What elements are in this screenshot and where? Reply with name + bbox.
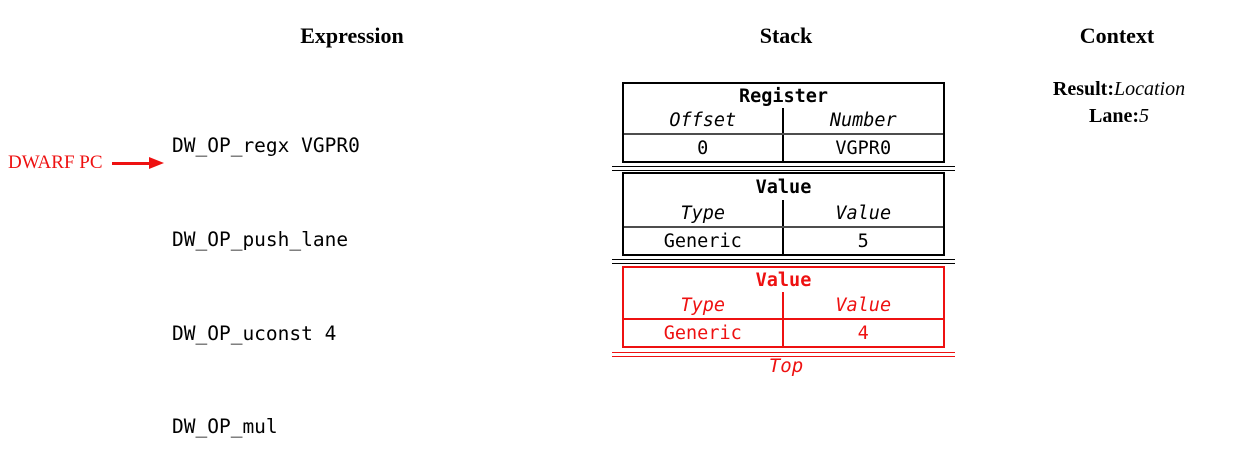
- column-header-type: Type: [624, 292, 784, 318]
- column-header-type: Type: [624, 200, 784, 226]
- result-label: Result:: [1052, 78, 1114, 100]
- column-header-offset: Offset: [624, 108, 784, 133]
- result-value: Location: [1113, 78, 1186, 100]
- value-type-cell: Generic: [624, 320, 784, 346]
- dwarf-pc-arrow-line: [112, 161, 150, 165]
- column-header-value: Value: [835, 294, 892, 316]
- lane-label: Lane:: [1089, 105, 1139, 127]
- stack-column-title: Stack: [759, 23, 813, 48]
- column-header-number: Number: [829, 110, 897, 131]
- stack-entry-separator: [612, 259, 955, 264]
- stack-entry-title: Value: [755, 269, 812, 291]
- lane-value: 5: [1139, 105, 1149, 127]
- dwarf-pc-arrowhead-icon: [149, 156, 164, 169]
- expression-list: DW_OP_regx VGPR0 DW_OP_push_lane DW_OP_u…: [172, 68, 360, 468]
- stack-entry-value-5: Value Type Value Generic 5: [622, 172, 945, 256]
- expression-item: DW_OP_regx VGPR0: [172, 134, 360, 158]
- stack-entry-title: Value: [755, 176, 812, 198]
- stack-top-label: Top: [768, 355, 804, 377]
- expression-column-title: Expression: [300, 23, 404, 48]
- stack-entry-title: Register: [738, 85, 829, 107]
- stack-top-separator: [612, 352, 955, 357]
- expression-item: DW_OP_push_lane: [172, 228, 349, 252]
- stack-entry-separator: [612, 166, 955, 171]
- expression-item: DW_OP_mul: [172, 415, 278, 439]
- context-column-title: Context: [1079, 23, 1155, 48]
- context-result-line: Result:Location: [1017, 78, 1221, 100]
- register-number-value: VGPR0: [835, 137, 892, 159]
- expression-item: DW_OP_uconst 4: [172, 321, 337, 345]
- stack-entry-value-4-highlighted: Value Type Value Generic 4: [622, 266, 945, 348]
- column-header-value: Value: [835, 202, 892, 224]
- value-value-cell: 5: [857, 230, 869, 252]
- stack-entry-register: Register Offset Number 0 VGPR0: [622, 82, 945, 163]
- register-offset-value: 0: [624, 135, 784, 161]
- dwarf-pc-label: DWARF PC: [8, 152, 103, 173]
- value-value-cell: 4: [857, 322, 869, 344]
- value-type-cell: Generic: [624, 228, 784, 254]
- context-lane-line: Lane:5: [1017, 105, 1221, 127]
